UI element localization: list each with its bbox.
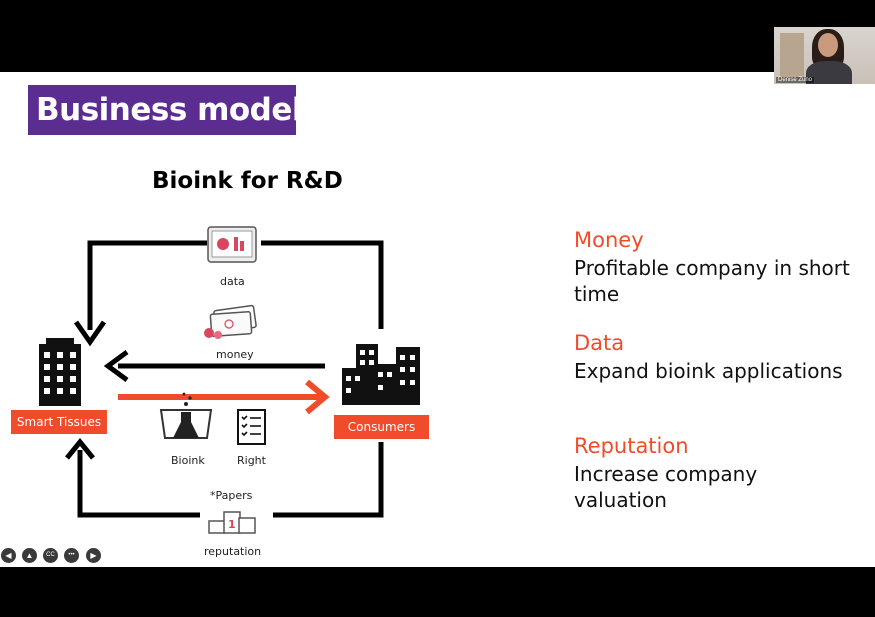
- reputation-flow-arrowhead: [65, 438, 95, 460]
- slide-title: Business model: [36, 92, 303, 128]
- data-icon: [207, 226, 257, 263]
- benefit-reputation-text: Increase company valuation: [574, 462, 758, 512]
- data-flow-line-left: [87, 240, 207, 330]
- webcam-thumbnail[interactable]: Denise Zuno: [774, 27, 875, 84]
- benefit-reputation-heading: Reputation: [574, 434, 689, 458]
- benefit-data-heading: Data: [574, 331, 625, 355]
- benefit-money-text: Profitable company in short time: [574, 256, 850, 306]
- building-icon: [39, 338, 81, 406]
- money-flow-arrowhead: [103, 349, 129, 383]
- webcam-participant-name: Denise Zuno: [776, 77, 815, 83]
- data-flow-line: [261, 240, 384, 329]
- bioink-flow-arrowhead: [305, 379, 330, 415]
- data-flow-arrowhead: [73, 320, 107, 347]
- webcam-person-body: [806, 61, 852, 84]
- right-label: Right: [237, 454, 266, 467]
- slide: Business model Bioink for R&D: [0, 72, 875, 567]
- benefit-data-text: Expand bioink applications: [574, 359, 843, 383]
- podium-number: 1: [228, 518, 236, 531]
- title-box: [28, 85, 296, 135]
- more-icon[interactable]: •••: [64, 548, 79, 563]
- data-label: data: [220, 275, 245, 288]
- reputation-label: reputation: [204, 545, 262, 558]
- consumers-label: Consumers: [334, 415, 429, 439]
- papers-label: *Papers: [210, 489, 253, 502]
- bioink-icon: [159, 392, 213, 439]
- bioink-label: Bioink: [171, 454, 205, 467]
- podium-icon: 1: [208, 511, 256, 534]
- reputation-flow-line-left: [77, 450, 200, 518]
- captions-icon[interactable]: CC: [43, 548, 58, 563]
- checklist-icon: [237, 409, 266, 445]
- benefit-money-heading: Money: [574, 228, 644, 252]
- pointer-icon[interactable]: ▲: [22, 548, 37, 563]
- money-icon: [204, 304, 257, 339]
- smart-tissues-label: Smart Tissues: [11, 410, 107, 434]
- previous-icon[interactable]: ◀: [1, 548, 16, 563]
- next-icon[interactable]: ▶: [86, 548, 101, 563]
- city-icon: [342, 344, 420, 405]
- business-flow-diagram: 1: [39, 226, 420, 534]
- diagram-subtitle: Bioink for R&D: [152, 168, 343, 194]
- money-label: money: [216, 348, 254, 361]
- webcam-person-face: [818, 33, 838, 57]
- reputation-flow-line-right: [273, 442, 384, 518]
- webcam-background-door: [780, 33, 804, 79]
